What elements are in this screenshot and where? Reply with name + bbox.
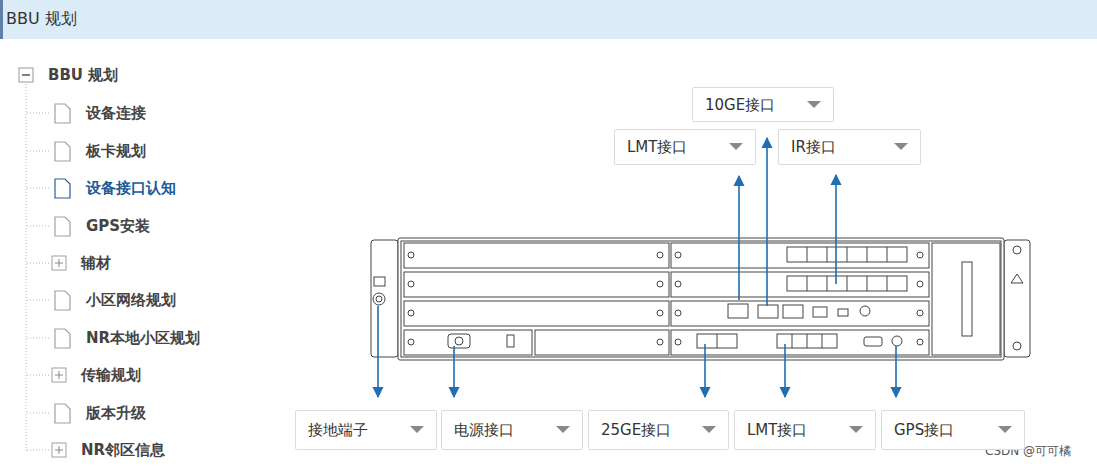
dropdown-box: 接地端子 <box>295 410 437 450</box>
dropdown-text: 电源接口 <box>454 421 514 440</box>
tree-item: 小区网络规划 <box>86 291 176 310</box>
dropdown-text: LMT接口 <box>747 421 807 440</box>
caret-icon <box>410 426 424 434</box>
dropdown-text: 10GE接口 <box>705 95 775 114</box>
dropdown-text: LMT接口 <box>627 138 687 157</box>
caret-icon <box>556 426 570 434</box>
tree-lines <box>26 84 50 452</box>
caret-icon <box>702 426 716 434</box>
dropdown-box: 10GE接口 <box>692 87 834 122</box>
dropdown-text: 25GE接口 <box>601 421 671 440</box>
collapse-box <box>19 68 33 82</box>
tree-item: 设备连接 <box>86 104 146 123</box>
caret-icon <box>894 143 908 151</box>
expand-boxes <box>52 256 66 457</box>
dropdown-text: GPS接口 <box>894 421 954 440</box>
dropdown-box: IR接口 <box>778 129 921 165</box>
dropdown-box: GPS接口 <box>881 410 1025 450</box>
tree-item: GPS安装 <box>86 217 150 236</box>
tree-item-selected: 设备接口认知 <box>86 179 176 198</box>
dropdown-box: LMT接口 <box>614 129 756 165</box>
caret-icon <box>849 426 863 434</box>
bbu-chassis <box>371 238 1030 360</box>
header-bar <box>0 0 1097 39</box>
caret-icon <box>729 143 743 151</box>
tree-item: NR本地小区规划 <box>86 329 200 348</box>
tree-item: 传输规划 <box>81 366 141 385</box>
dropdown-box: 25GE接口 <box>588 410 729 450</box>
dropdown-text: 接地端子 <box>308 421 368 440</box>
tree-item: 版本升级 <box>86 404 146 423</box>
page-title: BBU 规划 <box>6 9 77 30</box>
tree-item: NR邻区信息 <box>81 441 165 460</box>
tree-item: 板卡规划 <box>86 142 146 161</box>
dropdown-box: LMT接口 <box>734 410 876 450</box>
dropdown-box: 电源接口 <box>441 410 583 450</box>
dropdown-text: IR接口 <box>791 138 836 157</box>
tree-item: 辅材 <box>81 254 111 273</box>
leader-arrows <box>378 138 896 397</box>
tree-root: BBU 规划 <box>48 66 118 85</box>
caret-icon <box>998 426 1012 434</box>
caret-icon <box>807 101 821 109</box>
